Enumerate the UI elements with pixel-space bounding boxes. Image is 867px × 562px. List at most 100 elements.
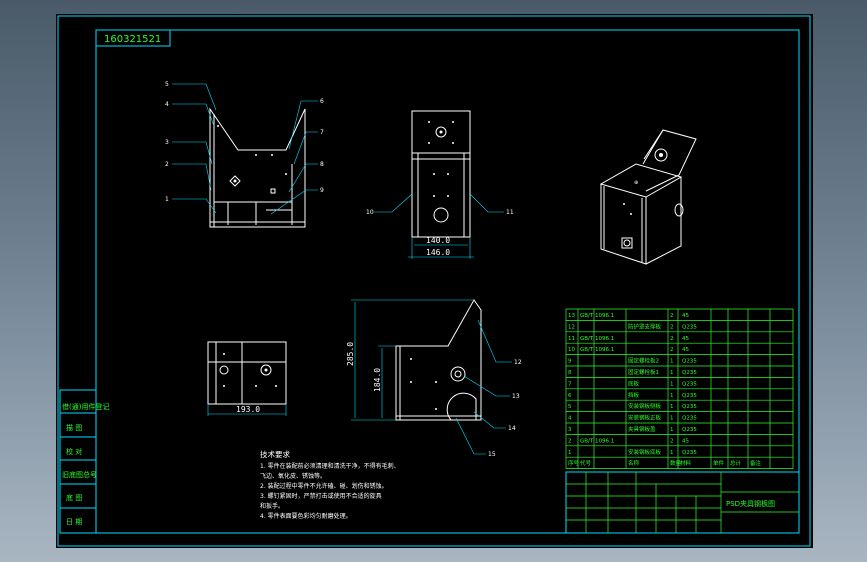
bom-cell-qty: 2	[670, 324, 674, 330]
bom-cell-material: Q235	[682, 324, 697, 330]
bom-cell-material: 45	[682, 336, 689, 342]
bom-cell-qty: 1	[670, 450, 674, 456]
strip-label: 日 期	[66, 518, 82, 526]
strip-label: 描 图	[66, 423, 82, 432]
drawing-number: 160321521	[104, 34, 161, 45]
section-view: 285.0 184.0 12 13 14 15	[346, 299, 522, 458]
bom-cell-qty: 1	[670, 427, 674, 433]
bom-cell-name: 固定螺栓板2	[628, 357, 659, 365]
callout-9: 9	[320, 187, 324, 194]
left-strip: 借(通)用件登记 描 图 校 对 旧底图总号 底 图 日 期	[59, 389, 109, 534]
bom-cell-index: 13	[568, 313, 575, 319]
bom-cell-material: Q235	[682, 416, 697, 422]
title-block-name: PSD夹具钢板图	[726, 499, 775, 508]
bom-cell-name: 固定螺栓板1	[628, 368, 659, 376]
dim-140: 140.0	[426, 236, 450, 245]
bom-cell-code: GB/T 1096.1	[580, 313, 614, 319]
plate-view: 193.0	[207, 341, 287, 416]
bom-cell-material: 45	[682, 438, 689, 444]
callout-11: 11	[506, 209, 514, 216]
bom-cell-code: GB/T 1096.1	[580, 347, 614, 353]
bom-cell-qty: 1	[670, 359, 674, 365]
strip-label: 校 对	[66, 447, 82, 456]
cad-drawing: 160321521 借(通)用件登记 描 图 校 对 旧底图总号 底 图 日 期	[57, 15, 811, 547]
bom-cell-material: Q235	[682, 370, 697, 376]
bom-cell-material: Q235	[682, 427, 697, 433]
bom-cell-qty: 1	[670, 381, 674, 387]
bom-cell-qty: 2	[670, 313, 674, 319]
bom-header-cell: 总计	[730, 459, 742, 467]
note-line: 3. 螺钉紧固时，严禁打击或使用不合适的旋具	[260, 492, 382, 500]
bom-cell-index: 2	[568, 438, 572, 444]
callout-7: 7	[320, 129, 324, 136]
bom-cell-name: 防护罩支撑板	[628, 322, 662, 330]
callout-12: 12	[514, 359, 522, 366]
bom-cell-qty: 1	[670, 393, 674, 399]
callout-2: 2	[165, 161, 169, 168]
bom-cell-code: GB/T 1096.1	[580, 438, 614, 444]
note-line: 2. 装配过程中零件不允许磕、碰、划伤和锈蚀。	[260, 482, 388, 490]
bom-header-cell: 名称	[628, 459, 640, 467]
callout-8: 8	[320, 161, 324, 168]
notes-heading: 技术要求	[260, 449, 290, 459]
bom-cell-material: Q235	[682, 381, 697, 387]
bom-cell-material: Q235	[682, 450, 697, 456]
bom-header-cell: 材料	[680, 459, 692, 467]
bom-header-cell: 备注	[750, 459, 762, 467]
note-line: 1. 零件在装配前必须清理和清洗干净，不得有毛刺、	[260, 462, 400, 470]
callout-1: 1	[165, 196, 169, 203]
dim-184: 184.0	[373, 368, 382, 392]
strip-label: 借(通)用件登记	[62, 402, 109, 411]
dim-285: 285.0	[346, 342, 355, 366]
strip-label: 底 图	[66, 493, 82, 502]
strip-label: 旧底图总号	[62, 470, 97, 479]
bom-cell-code: GB/T 1096.1	[580, 336, 614, 342]
bom-cell-name: 夹具钢板盖	[628, 425, 656, 433]
isometric-view: ⊕	[599, 129, 697, 265]
bom-header-cell: 代号	[580, 459, 592, 467]
bom-header-cell: 单件	[713, 459, 725, 467]
title-block: PSD夹具钢板图	[565, 471, 800, 534]
bom-cell-material: 45	[682, 347, 689, 353]
bom-cell-index: 6	[568, 393, 572, 399]
bom-cell-material: Q235	[682, 393, 697, 399]
bom-cell-material: 45	[682, 313, 689, 319]
callout-5: 5	[165, 81, 169, 88]
bom-cell-name: 安装钢板侧板	[628, 402, 662, 410]
bom-cell-name: 底板	[628, 379, 640, 387]
bom-header-cell: 序号	[568, 459, 580, 467]
bom-cell-index: 4	[568, 416, 572, 422]
bom-cell-index: 3	[568, 427, 572, 433]
bom-cell-index: 12	[568, 324, 575, 330]
bom-cell-qty: 1	[670, 404, 674, 410]
bom-cell-index: 7	[568, 381, 572, 387]
side-view: 140.0 146.0 10 11	[366, 110, 514, 259]
bom-cell-qty: 2	[670, 336, 674, 342]
callout-10: 10	[366, 209, 374, 216]
bom-cell-qty: 1	[670, 416, 674, 422]
bom-cell-name: 安装钢板正板	[628, 414, 662, 422]
callout-13: 13	[512, 393, 520, 400]
callout-14: 14	[508, 425, 516, 432]
number-box	[96, 30, 171, 47]
bom-cell-index: 9	[568, 359, 572, 365]
note-line: 飞边、氧化皮、锈蚀等。	[260, 472, 326, 480]
callout-4: 4	[165, 101, 169, 108]
bom-cell-name: 安装钢板底板	[628, 448, 662, 456]
bom-header-cell: 数量	[670, 459, 682, 467]
callout-3: 3	[165, 139, 169, 146]
drawing-sheet: 160321521 借(通)用件登记 描 图 校 对 旧底图总号 底 图 日 期	[56, 14, 813, 548]
technical-notes: 技术要求 1. 零件在装配前必须清理和清洗干净，不得有毛刺、 飞边、氧化皮、锈蚀…	[260, 449, 400, 520]
outer-border	[57, 15, 811, 547]
bom-cell-material: Q235	[682, 404, 697, 410]
inner-frame	[95, 29, 800, 534]
bom-cell-index: 1	[568, 450, 572, 456]
bom-cell-index: 5	[568, 404, 572, 410]
svg-text:⊕: ⊕	[634, 180, 638, 186]
bom-cell-qty: 1	[670, 370, 674, 376]
note-line: 4. 零件表面要色彩均匀耐磨处理。	[260, 512, 352, 520]
dim-146: 146.0	[426, 248, 450, 257]
dim-193: 193.0	[236, 405, 260, 414]
front-view: 5 4 3 2 1 6 7 8 9	[165, 81, 324, 228]
